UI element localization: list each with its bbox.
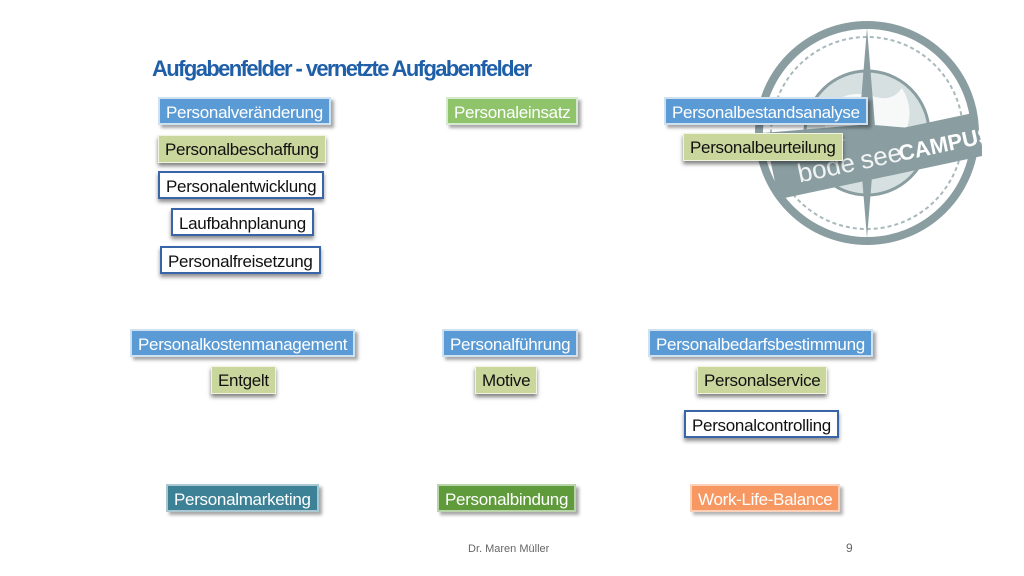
box-personalfuehrung: Personalführung — [442, 329, 579, 357]
box-personalbedarfsbestimmung: Personalbedarfsbestimmung — [648, 329, 873, 357]
box-personalservice: Personalservice — [697, 366, 828, 394]
box-personalbindung: Personalbindung — [437, 484, 577, 512]
box-personalentwicklung: Personalentwicklung — [158, 171, 325, 199]
box-personalmarketing: Personalmarketing — [166, 484, 319, 512]
box-personalcontrolling: Personalcontrolling — [684, 410, 839, 438]
box-personalbestandsanalyse: Personalbestandsanalyse — [664, 97, 868, 125]
box-personalfreisetzung: Personalfreisetzung — [160, 246, 321, 274]
box-motive: Motive — [475, 366, 538, 394]
footer-author: Dr. Maren Müller — [468, 543, 550, 555]
page-number: 9 — [846, 541, 853, 555]
box-personaleinsatz: Personaleinsatz — [446, 97, 579, 125]
box-work-life-balance: Work-Life-Balance — [690, 484, 841, 512]
box-personalbeurteilung: Personalbeurteilung — [683, 133, 843, 161]
box-entgelt: Entgelt — [211, 366, 276, 394]
box-personalkostenmanagement: Personalkostenmanagement — [130, 329, 356, 357]
box-personalbeschaffung: Personalbeschaffung — [158, 135, 326, 163]
slide-title: Aufgabenfelder - vernetzte Aufgabenfelde… — [152, 56, 532, 81]
box-personalveraenderung: Personalveränderung — [158, 97, 331, 125]
box-laufbahnplanung: Laufbahnplanung — [171, 208, 314, 236]
